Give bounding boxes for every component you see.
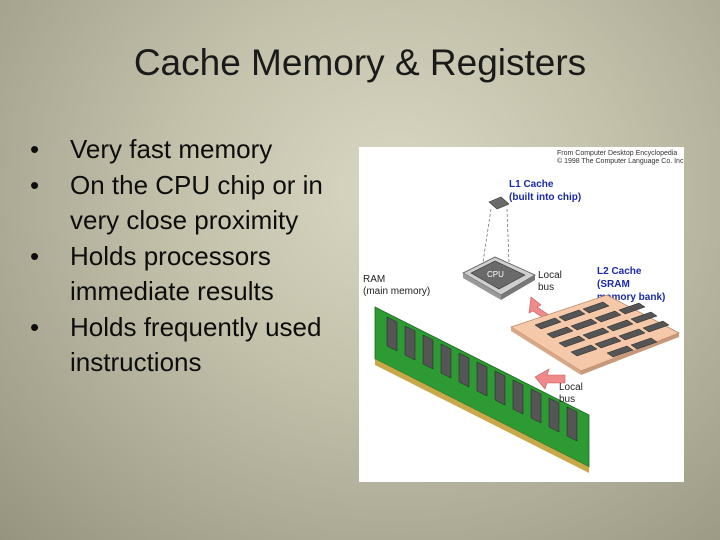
cpu-edge <box>463 273 501 300</box>
bullet-item: • Very fast memory <box>30 132 350 168</box>
bullet-item: • Holds frequently used instructions <box>30 310 350 381</box>
bullet-item: • On the CPU chip or in very close proxim… <box>30 168 350 239</box>
l2-cache-sublabel-2: memory bank) <box>597 292 665 303</box>
sram-chips <box>534 301 670 358</box>
credit-line-1: From Computer Desktop Encyclopedia <box>557 150 677 157</box>
l1-cache-label: L1 Cache <box>509 179 554 190</box>
projection-line <box>506 208 510 263</box>
cache-diagram: From Computer Desktop Encyclopedia © 199… <box>359 147 684 482</box>
local-bus-bottom-arrow-icon <box>534 368 566 390</box>
local-bus-bottom-sublabel: bus <box>559 394 575 405</box>
projection-line <box>482 208 492 263</box>
bullet-text: On the CPU chip or in very close proximi… <box>70 169 323 236</box>
ram-sublabel: (main memory) <box>363 286 430 297</box>
bullet-icon: • <box>30 240 40 271</box>
local-bus-bottom-label: Local <box>559 382 583 393</box>
slide-title: Cache Memory & Registers <box>133 42 587 83</box>
bullet-icon: • <box>30 169 40 200</box>
credit-line-2: © 1998 The Computer Language Co. Inc. <box>557 157 684 165</box>
cpu-chip-icon <box>470 260 526 290</box>
ram-chips <box>386 316 578 442</box>
bullet-text: Holds processors immediate results <box>70 240 274 307</box>
bullet-icon: • <box>30 134 40 164</box>
ram-label: RAM <box>363 274 385 285</box>
local-bus-top-label: Local <box>538 270 562 281</box>
l1-cache-sublabel: (built into chip) <box>509 192 581 203</box>
local-bus-top-sublabel: bus <box>538 282 554 293</box>
cpu-label: CPU <box>487 270 504 279</box>
cache-diagram-svg: From Computer Desktop Encyclopedia © 199… <box>363 150 684 473</box>
l2-cache-sublabel: (SRAM <box>597 279 630 290</box>
l1-chip-icon <box>488 196 510 210</box>
ram-module <box>374 306 590 473</box>
bullet-list: • Very fast memory • On the CPU chip or in… <box>30 132 350 381</box>
bullet-text: Holds frequently used instructions <box>70 311 322 378</box>
bullet-text: Very fast memory <box>70 134 273 164</box>
l2-cache-label: L2 Cache <box>597 266 642 277</box>
bullet-item: • Holds processors immediate results <box>30 239 350 310</box>
l2-cache-board <box>510 294 680 375</box>
bullet-icon: • <box>30 311 40 342</box>
cpu-edge <box>501 275 535 300</box>
